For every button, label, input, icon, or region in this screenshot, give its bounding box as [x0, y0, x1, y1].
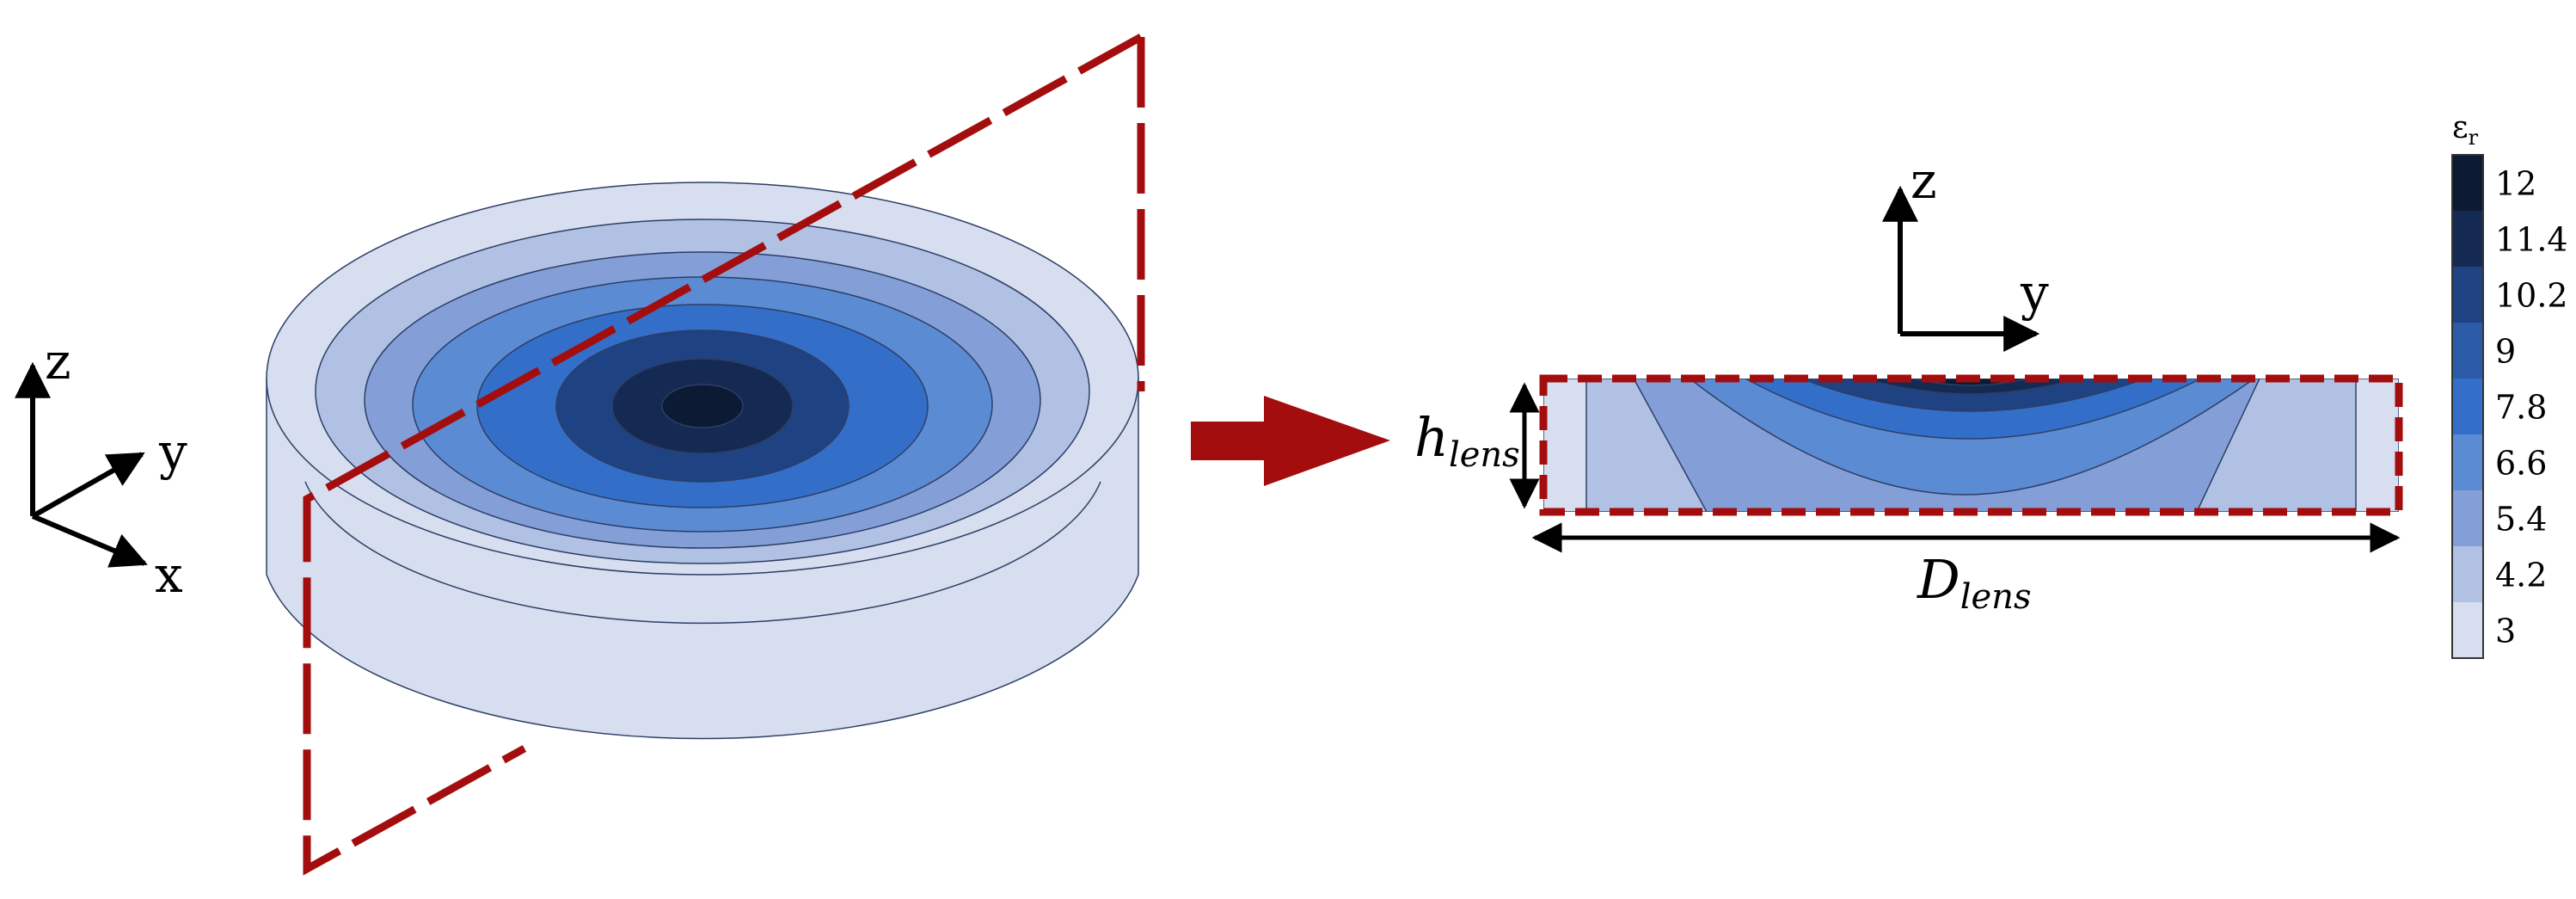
left-axes: [14, 361, 148, 568]
right-axes: [1882, 185, 2040, 352]
left-y-label: y: [158, 422, 187, 481]
h-lens-label: hlens: [1414, 406, 1520, 475]
colorbar-tick-label: 7.8: [2495, 389, 2547, 427]
lens-side-step: [304, 481, 1101, 625]
section-red-box: [1539, 374, 2403, 516]
colorbar-tick-label: 10.2: [2495, 277, 2568, 315]
colorbar-segment: [2452, 267, 2483, 323]
transition-arrow: [1191, 396, 1390, 486]
colorbar-segment: [2452, 211, 2483, 268]
colorbar-tick-label: 3: [2495, 613, 2516, 650]
left-y-axis-line: [31, 452, 145, 519]
lens-3d: [266, 182, 1139, 740]
d-lens-label: Dlens: [1917, 548, 2031, 617]
left-x-label: x: [155, 545, 183, 604]
cut-plane-outline: [303, 34, 1145, 876]
colorbar-segment: [2452, 155, 2483, 212]
left-x-axis-line: [31, 514, 148, 568]
colorbar-frame: [2451, 154, 2484, 659]
colorbar-tick-label: 12: [2495, 165, 2536, 203]
lens-cross-section: [1543, 379, 2399, 512]
colorbar-tick-label: 6.6: [2495, 445, 2547, 483]
colorbar-segment: [2452, 490, 2483, 547]
section-band-6: [1800, 379, 2146, 412]
cut-plane: [303, 34, 1145, 876]
right-z-label: z: [1911, 151, 1937, 210]
colorbar-tick-label: 11.4: [2495, 221, 2568, 259]
colorbar-segment: [2452, 602, 2483, 659]
colorbar-tick-label: 9: [2495, 333, 2516, 371]
colorbar-tick-label: 5.4: [2495, 501, 2547, 539]
left-z-label: z: [45, 332, 71, 391]
lens-top-ring-8: [661, 384, 744, 428]
colorbar-title: εr: [2452, 110, 2479, 150]
colorbar-segment: [2452, 323, 2483, 379]
right-y-label: y: [2020, 263, 2049, 322]
colorbar-segment: [2452, 546, 2483, 603]
colorbar-tick-label: 4.2: [2495, 557, 2547, 594]
colorbar-segment: [2452, 434, 2483, 491]
colorbar: 12 11.4 10.2 9 7.8 6.6 5.4 4.2 3: [2451, 154, 2568, 659]
colorbar-segment: [2452, 379, 2483, 435]
